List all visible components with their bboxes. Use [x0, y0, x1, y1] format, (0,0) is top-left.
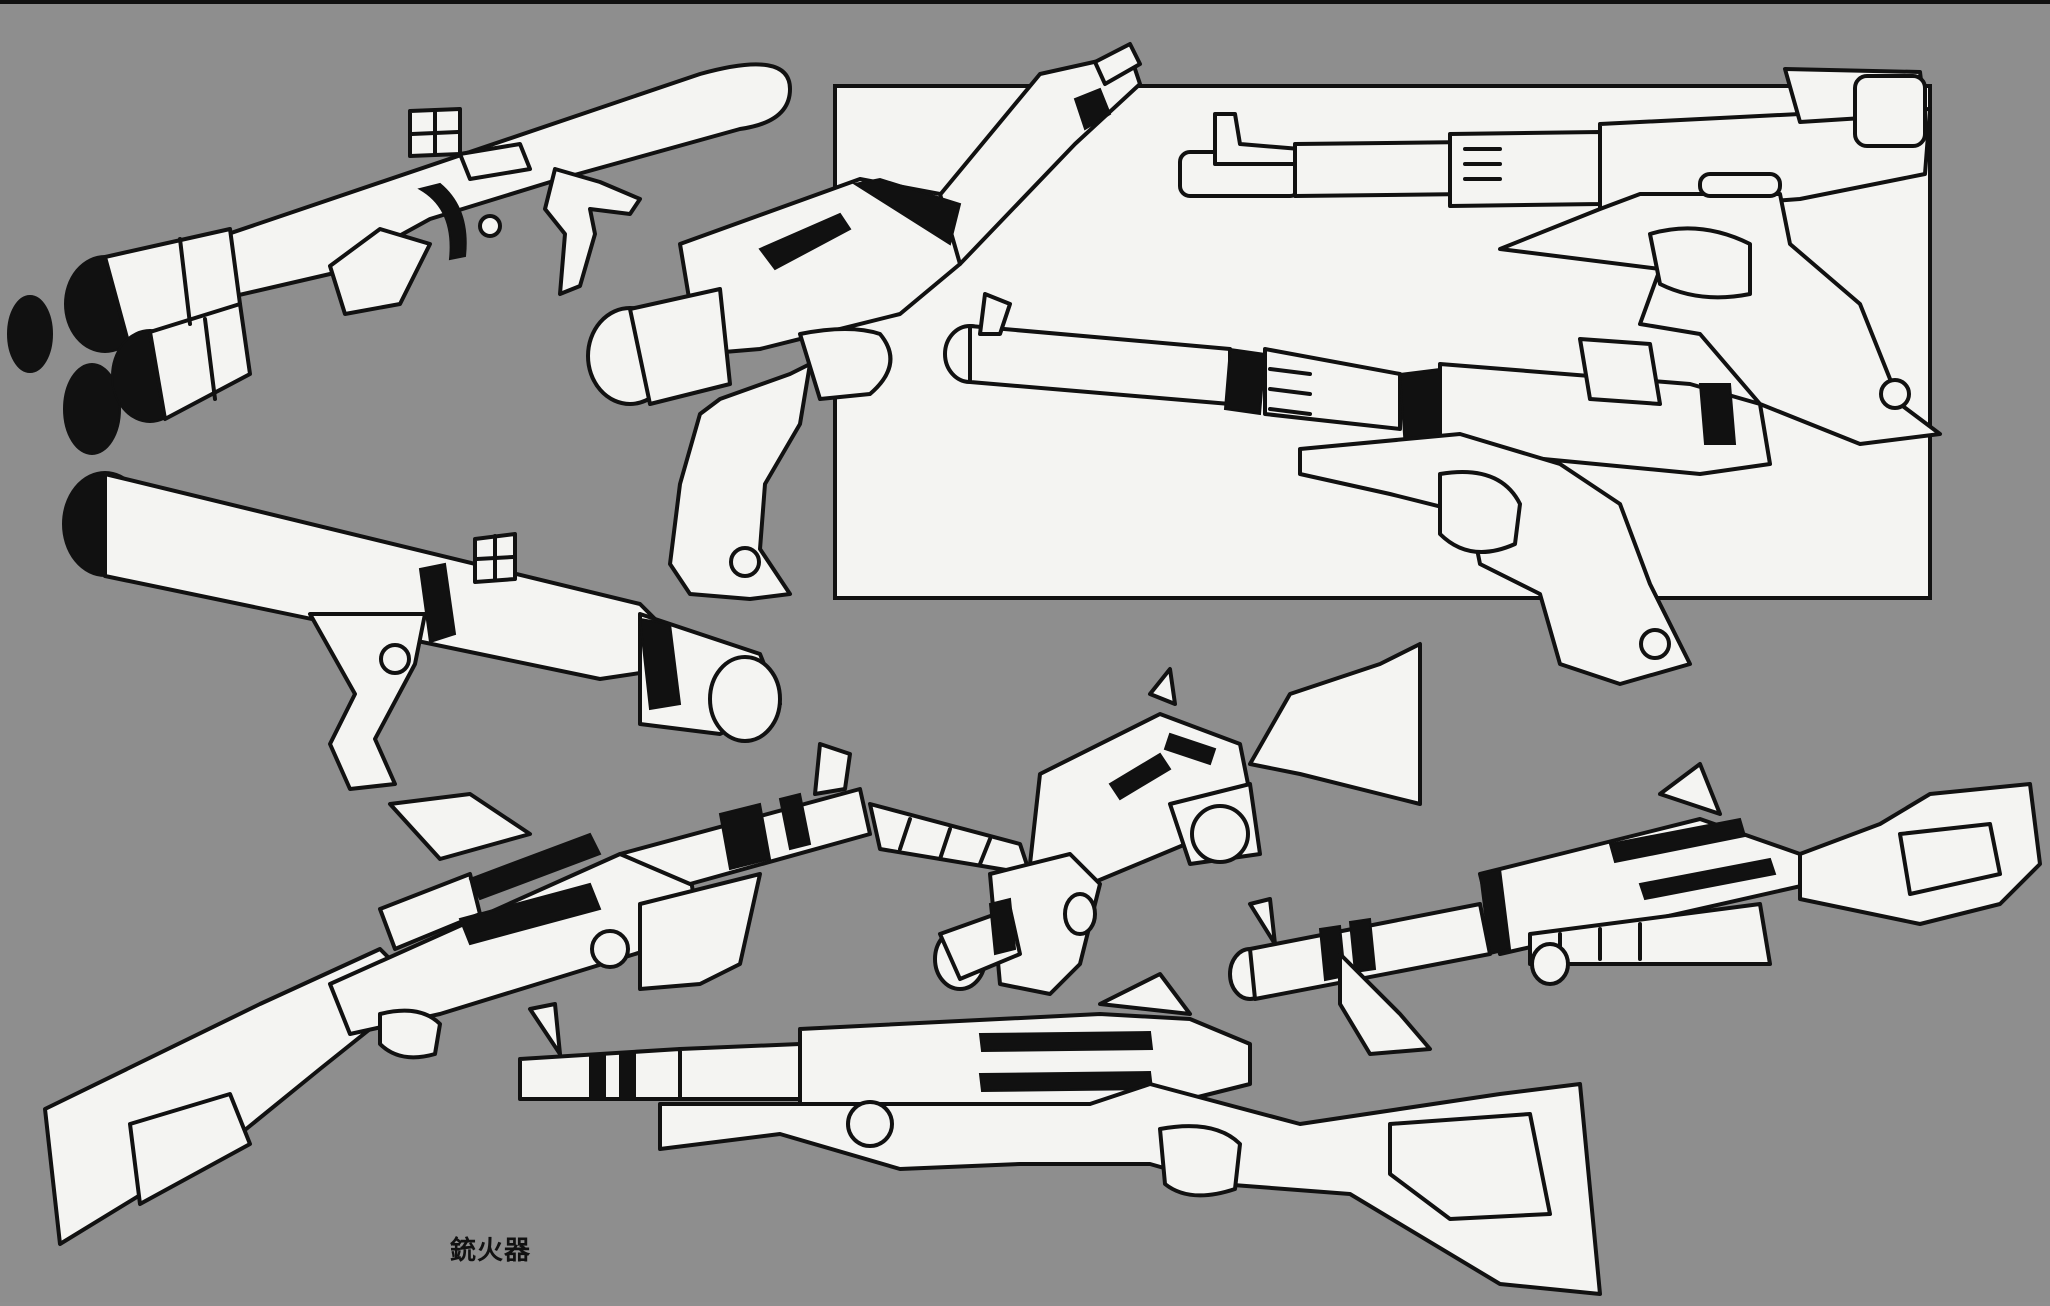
- assault-rifle-left: [43, 742, 872, 1246]
- laser-pistol-top-right: [1178, 67, 1942, 446]
- quad-barrel-launcher: [7, 62, 792, 455]
- caption-text: 銃火器: [450, 1236, 532, 1266]
- assault-rifle-bottom: [518, 972, 1602, 1296]
- single-tube-launcher: [62, 471, 782, 791]
- laser-pistol-middle-right: [943, 292, 1772, 686]
- blaster-rifle-right: [1228, 762, 2042, 1056]
- blaster-rifle-center: [868, 642, 1422, 996]
- laser-pistol-large: [586, 42, 1142, 601]
- weapons-sketch: [7, 42, 2042, 1296]
